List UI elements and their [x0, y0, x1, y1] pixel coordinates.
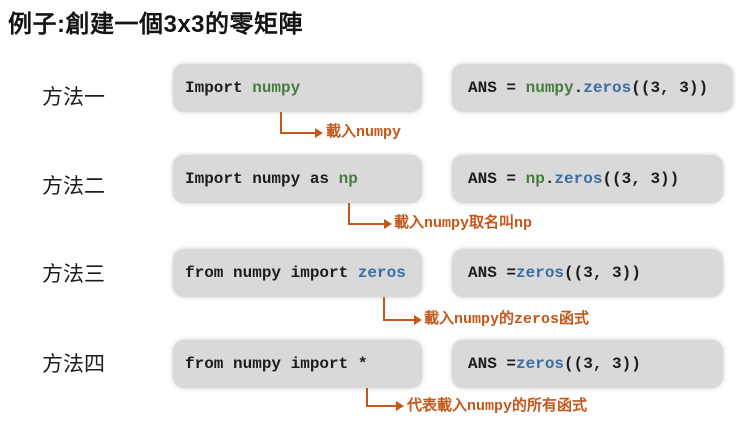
method-label-1: 方法一	[42, 85, 105, 109]
arrow-right-icon	[384, 219, 392, 229]
code-text: zeros	[554, 170, 603, 188]
code-text: ANS =	[468, 264, 517, 282]
elbow-arrow-line-1	[280, 112, 282, 134]
code-text: Import numpy as	[185, 170, 339, 188]
code-box-method-2: Import numpy as np	[173, 155, 422, 203]
elbow-arrow-line-4	[366, 388, 368, 407]
code-text: numpy	[525, 79, 574, 97]
code-text: ANS =	[468, 79, 526, 97]
code-text: Import	[185, 79, 253, 97]
code-text: np	[338, 170, 358, 188]
elbow-arrow-line-4	[366, 405, 396, 407]
annotation-method-1: 載入numpy	[326, 124, 402, 141]
method-label-4: 方法四	[42, 352, 105, 376]
code-text: from numpy import *	[185, 355, 368, 373]
method-label-2: 方法二	[42, 174, 105, 198]
arrow-right-icon	[414, 315, 422, 325]
elbow-arrow-line-1	[280, 132, 315, 134]
arrow-right-icon	[315, 128, 323, 138]
ans-box-method-2: ANS = np.zeros((3, 3))	[452, 155, 723, 203]
annotation-method-4: 代表載入numpy的所有函式	[407, 398, 588, 415]
ans-box-method-1: ANS = numpy.zeros((3, 3))	[452, 64, 733, 112]
slide-title: 例子:創建一個3x3的零矩陣	[8, 11, 304, 38]
code-text: ANS =	[468, 170, 526, 188]
arrow-right-icon	[396, 401, 404, 411]
code-text: ((3, 3))	[564, 264, 641, 282]
code-text: zeros	[357, 264, 406, 282]
elbow-arrow-line-2	[348, 203, 350, 225]
code-text: numpy	[252, 79, 301, 97]
code-text: .	[573, 79, 584, 97]
method-label-3: 方法三	[42, 262, 105, 286]
code-text: .	[544, 170, 555, 188]
annotation-method-3: 載入numpy的zeros函式	[424, 311, 590, 328]
code-text: ANS =	[468, 355, 517, 373]
code-box-method-1: Import numpy	[173, 64, 422, 112]
ans-box-method-4: ANS =zeros((3, 3))	[452, 340, 723, 388]
code-box-method-3: from numpy import zeros	[173, 249, 422, 297]
code-text: zeros	[516, 355, 565, 373]
elbow-arrow-line-2	[348, 223, 384, 225]
code-text: from numpy import	[185, 264, 358, 282]
code-text: zeros	[516, 264, 565, 282]
code-box-method-4: from numpy import *	[173, 340, 422, 388]
code-text: ((3, 3))	[631, 79, 709, 97]
code-text: ((3, 3))	[602, 170, 680, 188]
elbow-arrow-line-3	[383, 319, 414, 321]
code-text: np	[525, 170, 545, 188]
ans-box-method-3: ANS =zeros((3, 3))	[452, 249, 723, 297]
code-text: zeros	[583, 79, 632, 97]
code-text: ((3, 3))	[564, 355, 641, 373]
annotation-method-2: 載入numpy取名叫np	[394, 215, 533, 232]
elbow-arrow-line-3	[383, 297, 385, 321]
